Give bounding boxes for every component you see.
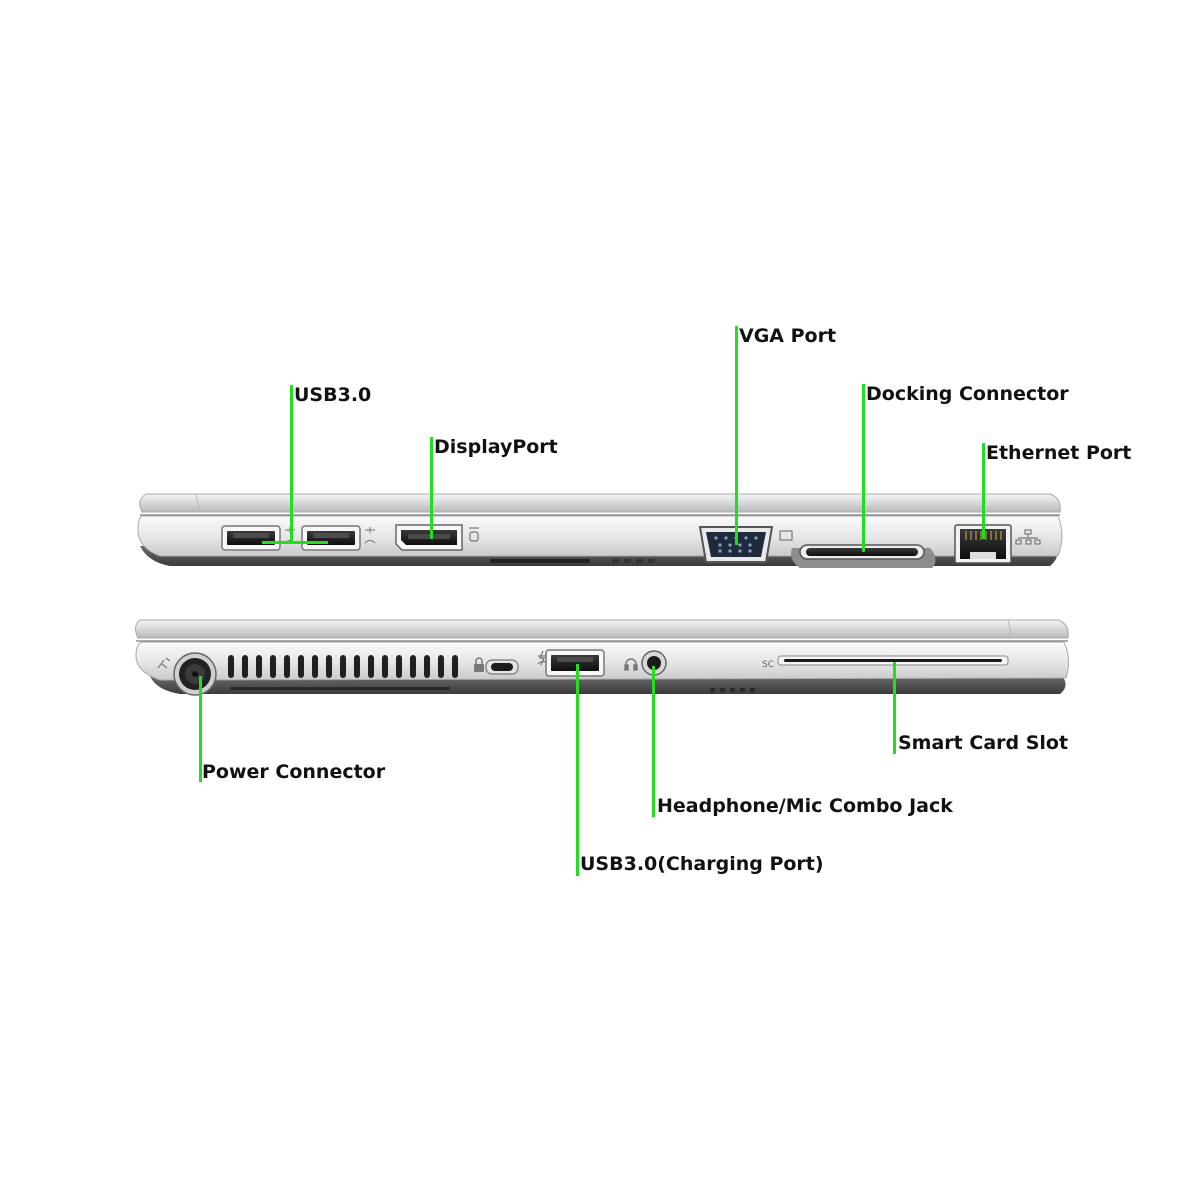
lid-panel [139, 493, 1061, 513]
vent-slots-bottom [612, 559, 655, 563]
leader-docking [862, 384, 865, 552]
headphone-icon [624, 658, 638, 671]
leader-usb30 [290, 385, 293, 543]
vent-slots-bottom [230, 687, 450, 690]
monitor-symbol-icon [779, 530, 793, 541]
leader-usb30-horizontal [262, 541, 328, 544]
docking-connector [791, 544, 936, 568]
label-power: Power Connector [202, 761, 386, 783]
leader-smartcard [893, 662, 896, 754]
leader-power [199, 676, 202, 782]
displayport-symbol-icon [469, 527, 479, 542]
media-slot [490, 559, 590, 563]
label-docking: Docking Connector [866, 383, 1069, 405]
displayport-port [395, 524, 463, 551]
label-usb30: USB3.0 [294, 384, 372, 406]
power-plug-icon [157, 657, 171, 669]
smartcard-mark: SC [762, 660, 774, 670]
leader-displayport [430, 437, 433, 539]
label-ethernet: Ethernet Port [986, 442, 1132, 464]
leader-audio [652, 666, 655, 817]
label-usb-charging: USB3.0(Charging Port) [580, 853, 824, 875]
security-lock-slot [485, 659, 519, 675]
usb-charging-port [545, 649, 605, 677]
usb-port-1 [221, 525, 281, 551]
power-connector [173, 652, 217, 696]
leader-ethernet [982, 443, 985, 539]
vent-grille [228, 655, 458, 678]
label-smartcard: Smart Card Slot [898, 732, 1069, 754]
padlock-icon [474, 657, 484, 672]
network-symbol-icon [1015, 529, 1041, 545]
label-audio: Headphone/Mic Combo Jack [657, 795, 953, 817]
laptop-right-side: SC [134, 619, 1070, 696]
label-vga: VGA Port [739, 325, 837, 347]
lid-panel [134, 619, 1069, 639]
leader-vga [735, 326, 738, 545]
laptop-left-side [137, 493, 1063, 568]
vent-slots-bottom [710, 688, 755, 692]
leader-usb-charging [576, 664, 579, 876]
label-displayport: DisplayPort [434, 436, 558, 458]
usb-port-2 [301, 525, 361, 551]
